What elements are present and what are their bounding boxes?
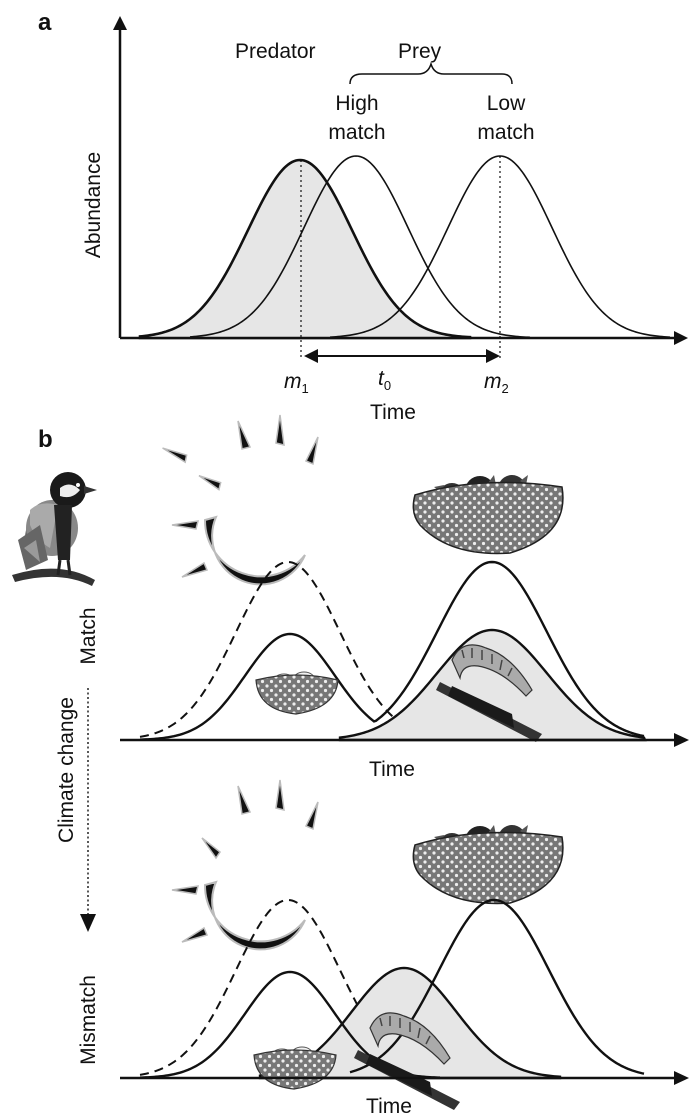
mismatch-time-label: Time bbox=[366, 1095, 412, 1118]
match-time-label: Time bbox=[369, 758, 415, 781]
panel-b-letter: b bbox=[38, 426, 53, 453]
sun-icon bbox=[162, 414, 319, 586]
match-subpanel: Time bbox=[120, 414, 689, 781]
nestlings-nest-icon bbox=[412, 825, 564, 905]
climate-change-arrowhead bbox=[80, 914, 96, 932]
prey-high-match-curve bbox=[189, 155, 531, 339]
match-label: Match bbox=[77, 607, 100, 664]
t0-label: t0 bbox=[378, 367, 391, 393]
prey-bracket bbox=[349, 61, 513, 85]
predator-label: Predator bbox=[235, 40, 316, 63]
panel-a-letter: a bbox=[38, 9, 52, 36]
panel-a-y-arrow bbox=[113, 16, 127, 30]
panel-a-time-label: Time bbox=[370, 401, 416, 424]
sun-icon bbox=[171, 779, 319, 951]
abundance-axis-label: Abundance bbox=[82, 152, 105, 258]
match-x-arrow bbox=[674, 733, 689, 747]
low-match-label-line2: match bbox=[477, 121, 534, 144]
high-match-label-line2: match bbox=[328, 121, 385, 144]
nestlings-nest-icon bbox=[412, 475, 564, 555]
match-caterpillar-curve bbox=[338, 628, 647, 742]
mismatch-subpanel: Time bbox=[120, 779, 689, 1118]
t0-arrow-right-head bbox=[486, 349, 500, 363]
high-match-label-line1: High bbox=[335, 92, 378, 115]
climate-change-label: Climate change bbox=[55, 697, 78, 843]
caterpillar-icon bbox=[354, 1012, 460, 1110]
match-bird-demand-curve bbox=[139, 560, 645, 741]
bird-icon bbox=[12, 472, 97, 586]
eggs-nest-icon bbox=[255, 671, 339, 715]
mismatch-x-arrow bbox=[674, 1071, 689, 1085]
eggs-nest-icon bbox=[253, 1046, 337, 1090]
caterpillar-icon bbox=[436, 644, 542, 742]
low-match-label-line1: Low bbox=[487, 92, 526, 115]
panel-a-x-arrow bbox=[674, 331, 688, 345]
predator-curve bbox=[138, 158, 472, 340]
mismatch-label: Mismatch bbox=[77, 975, 100, 1065]
t0-arrow-left-head bbox=[304, 349, 318, 363]
m2-label: m2 bbox=[484, 370, 509, 396]
mismatch-bird-curve-late bbox=[349, 898, 645, 1075]
prey-label: Prey bbox=[398, 40, 442, 63]
m1-label: m1 bbox=[284, 370, 309, 396]
